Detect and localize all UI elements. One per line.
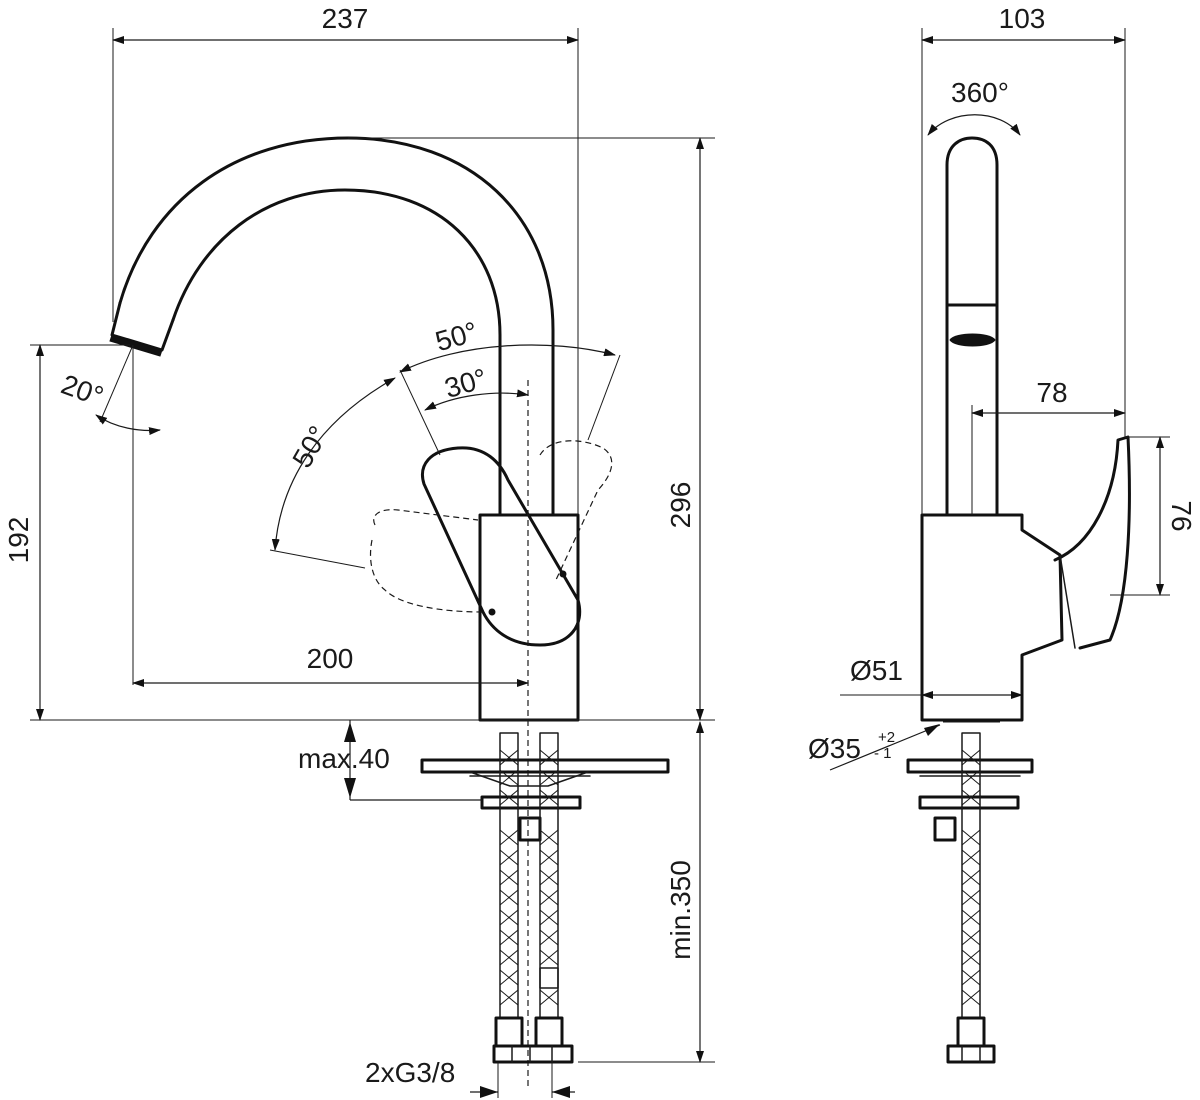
- angle-lever-side: 50°: [286, 421, 334, 473]
- side-spout: [945, 136, 999, 517]
- front-view: 237 296 192 200 20° 50° 30° 50° max.40 m…: [3, 3, 715, 1098]
- connection-thread: 2xG3/8: [365, 1057, 455, 1088]
- supply-hoses: [492, 732, 574, 1098]
- dim-body-diameter: Ø51: [850, 655, 903, 686]
- side-view: 103 360° 78 76 Ø51 Ø35 +2 - 1: [808, 3, 1197, 1064]
- dim-handle-height: 76: [1166, 500, 1197, 531]
- dim-max-deck: max.40: [298, 743, 390, 774]
- angle-lever-outer: 50°: [432, 316, 481, 357]
- dim-depth-top: 103: [999, 3, 1046, 34]
- dim-height-spout: 192: [3, 517, 34, 564]
- deck-mount: [350, 758, 670, 842]
- faucet-body: [478, 513, 580, 722]
- lever-handle: [421, 446, 582, 647]
- dim-width-top: 237: [322, 3, 369, 34]
- dim-spout-reach: 200: [307, 643, 354, 674]
- dim-hose-length: min.350: [665, 860, 696, 960]
- side-hose: [946, 732, 996, 1064]
- side-body: [920, 435, 1131, 722]
- angle-lever-inner: 30°: [441, 362, 490, 403]
- tol-plus: +2: [878, 729, 895, 746]
- dim-handle-reach: 78: [1036, 377, 1067, 408]
- rotation-angle: 360°: [951, 77, 1009, 108]
- spout: [109, 136, 555, 517]
- side-deck-mount: [906, 758, 1034, 842]
- dim-hole-diameter: Ø35: [808, 733, 861, 764]
- angle-spout: 20°: [57, 369, 107, 413]
- lever-alt-positions: [369, 440, 613, 613]
- front-extension-lines: [30, 28, 715, 1063]
- dim-height-total: 296: [665, 482, 696, 529]
- tol-minus: - 1: [874, 745, 892, 762]
